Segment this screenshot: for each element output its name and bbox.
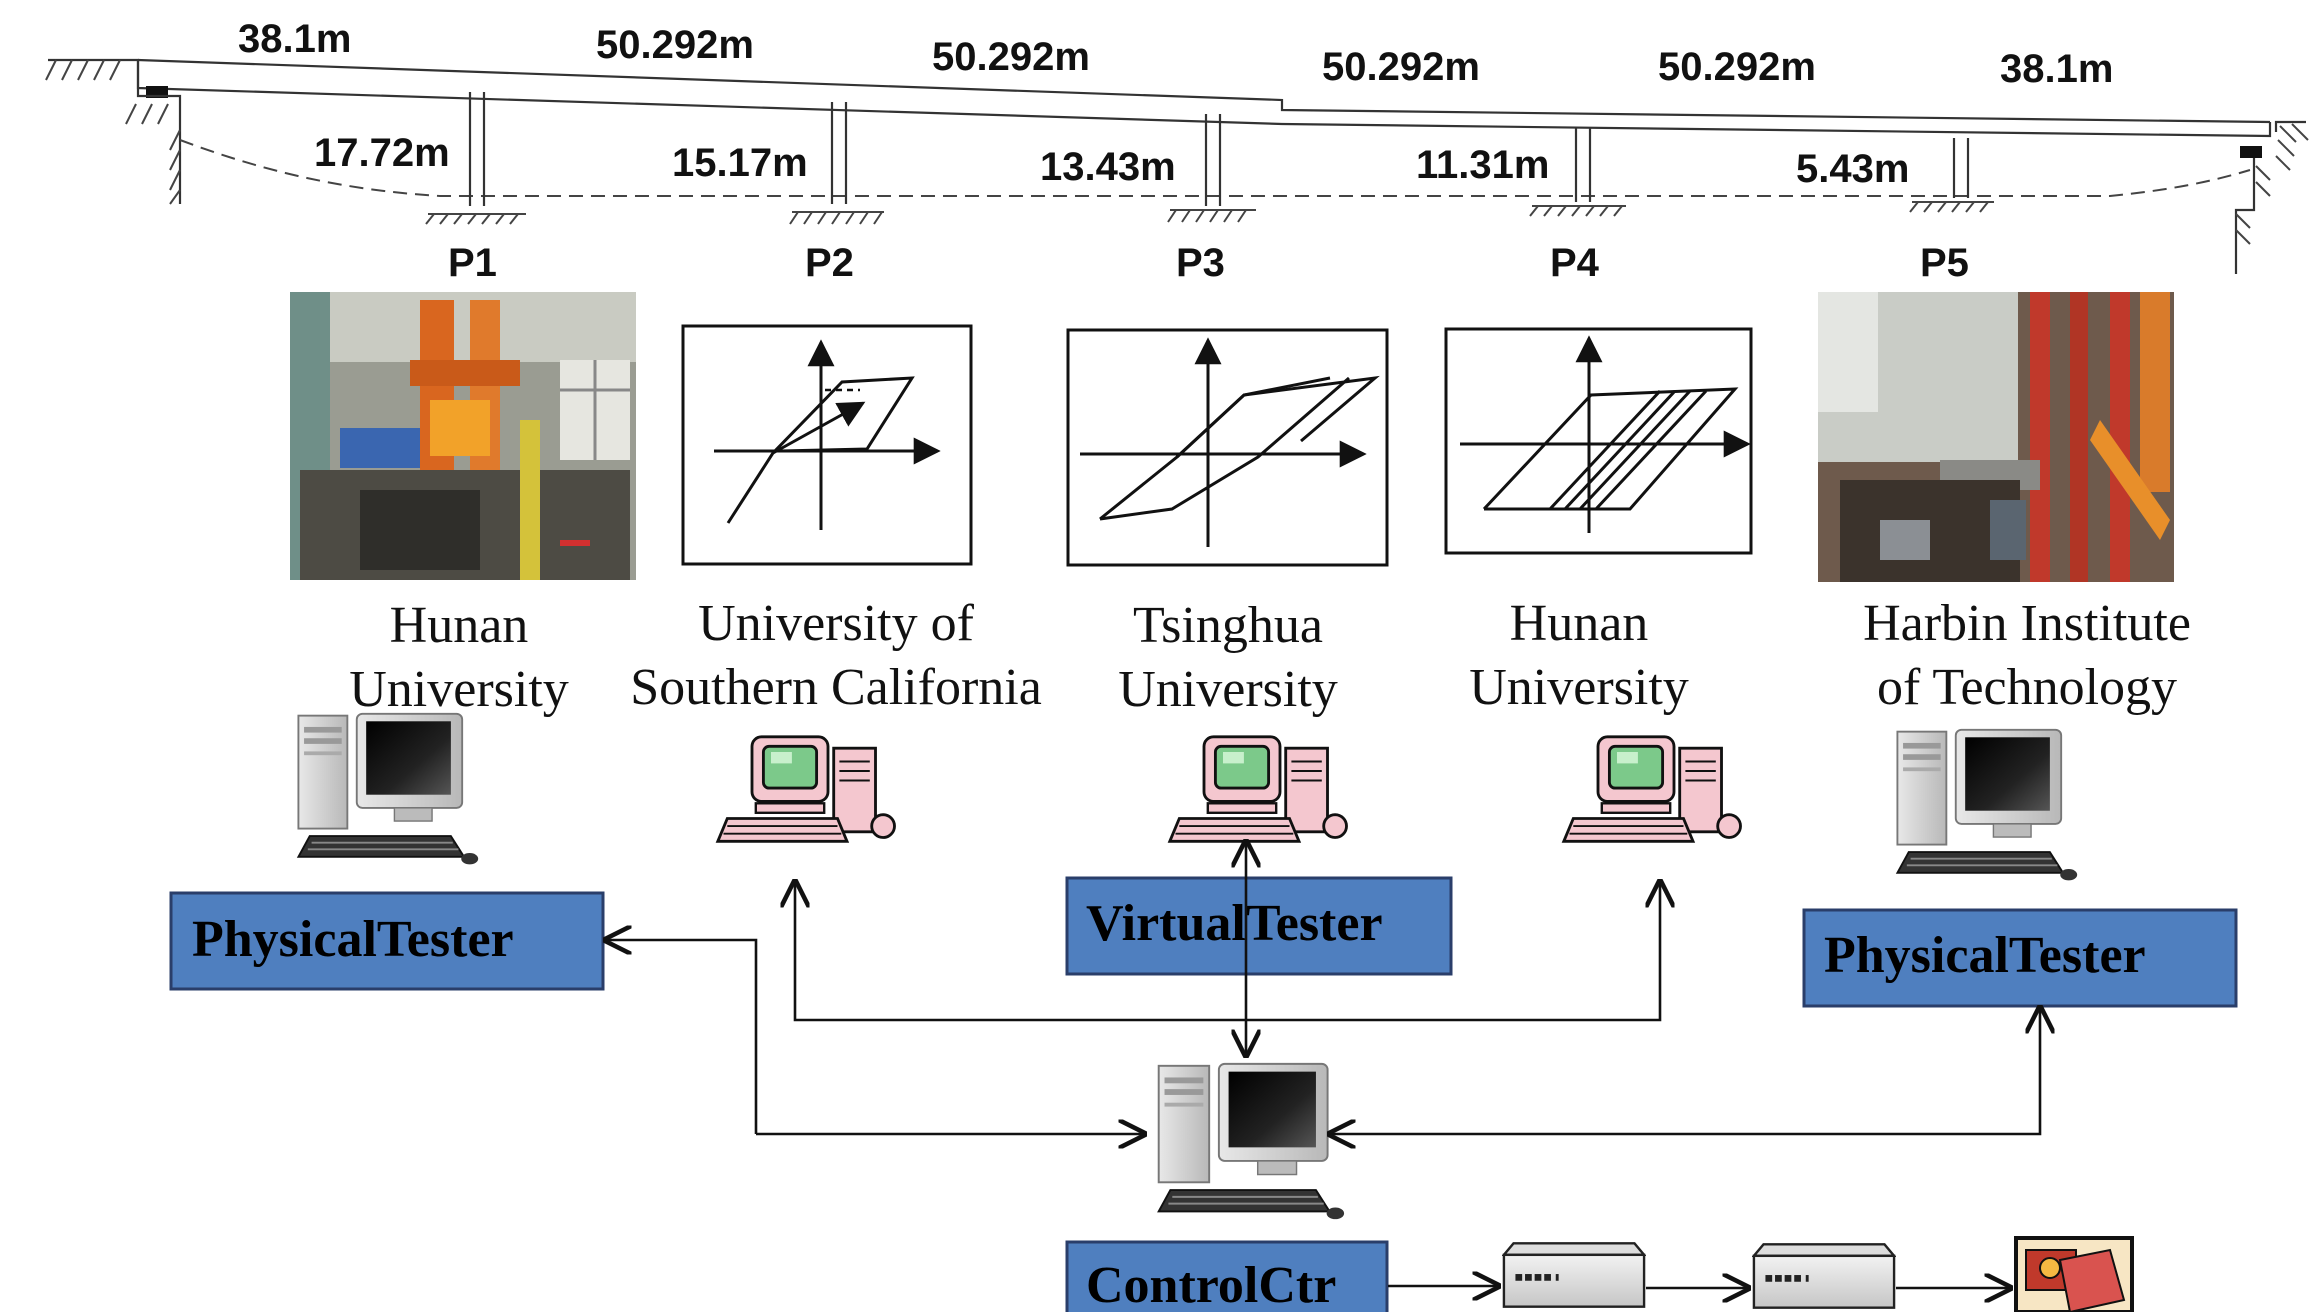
site-label-line: Southern California [630, 659, 1042, 716]
pier-height-label: 5.43m [1796, 147, 1909, 191]
span-label: 38.1m [2000, 47, 2113, 91]
svg-text:ControlCtr: ControlCtr [1086, 1257, 1336, 1312]
pier-label-p5: P5 [1920, 241, 1969, 285]
lab-photo-harbin [1818, 292, 2174, 582]
server-icon [1502, 1241, 1646, 1309]
site-label-line: Tsinghua [1133, 597, 1323, 654]
server-icon [1752, 1243, 1896, 1309]
pier-label-p3: P3 [1176, 241, 1225, 285]
control-center: ControlCtr [1065, 1240, 1389, 1312]
span-label: 38.1m [238, 17, 351, 61]
site-label-line: Hunan [390, 597, 529, 654]
bridge-elevation: 38.1m 50.292m 50.292m 50.292m 50.292m 38… [45, 17, 2309, 285]
institution-labels: Hunan University University of Southern … [349, 595, 2191, 718]
svg-text:PhysicalTester: PhysicalTester [192, 911, 514, 968]
site-label-line: Hunan [1510, 595, 1649, 652]
pier-height-label: 13.43m [1040, 145, 1176, 189]
span-label: 50.292m [596, 23, 754, 67]
site-label-line: University of [698, 595, 975, 652]
desktop-computer-icon [1157, 1062, 1346, 1221]
pier-footings [425, 201, 1994, 225]
retro-computer-icon [1562, 735, 1742, 843]
desktop-computer-icon [1896, 728, 2079, 882]
svg-text:VirtualTester: VirtualTester [1086, 895, 1383, 952]
site-label-line: University [1118, 661, 1338, 718]
site-label-line: University [1469, 659, 1689, 716]
pier-height-label: 15.17m [672, 141, 808, 185]
span-label: 50.292m [1322, 45, 1480, 89]
desktop-computer-icon [297, 712, 480, 866]
network-connectors [606, 842, 2040, 1288]
pier-label-p4: P4 [1550, 241, 1600, 285]
hysteresis-plot-tsinghua [1066, 328, 1389, 567]
svg-text:PhysicalTester: PhysicalTester [1824, 927, 2146, 984]
span-label: 50.292m [1658, 45, 1816, 89]
virtual-tester: VirtualTester [1065, 876, 1453, 976]
physical-tester-right: PhysicalTester [1802, 908, 2238, 1008]
pier-columns [468, 92, 1970, 206]
physical-tester-left: PhysicalTester [169, 891, 605, 991]
hysteresis-plot-hunan [1444, 327, 1753, 555]
retro-computer-icon [1168, 735, 1348, 843]
span-label: 50.292m [932, 35, 1090, 79]
lab-photo-hunan [290, 292, 636, 580]
pier-label-p2: P2 [805, 241, 854, 285]
pier-height-label: 11.31m [1416, 143, 1549, 187]
site-label-line: of Technology [1877, 659, 2177, 716]
site-label-line: University [349, 661, 569, 718]
retro-computer-icon [716, 735, 896, 843]
pier-label-p1: P1 [448, 241, 497, 285]
hysteresis-plot-usc [681, 324, 973, 566]
app-icon [2014, 1236, 2134, 1312]
site-label-line: Harbin Institute [1863, 595, 2191, 652]
pier-height-label: 17.72m [314, 131, 450, 175]
